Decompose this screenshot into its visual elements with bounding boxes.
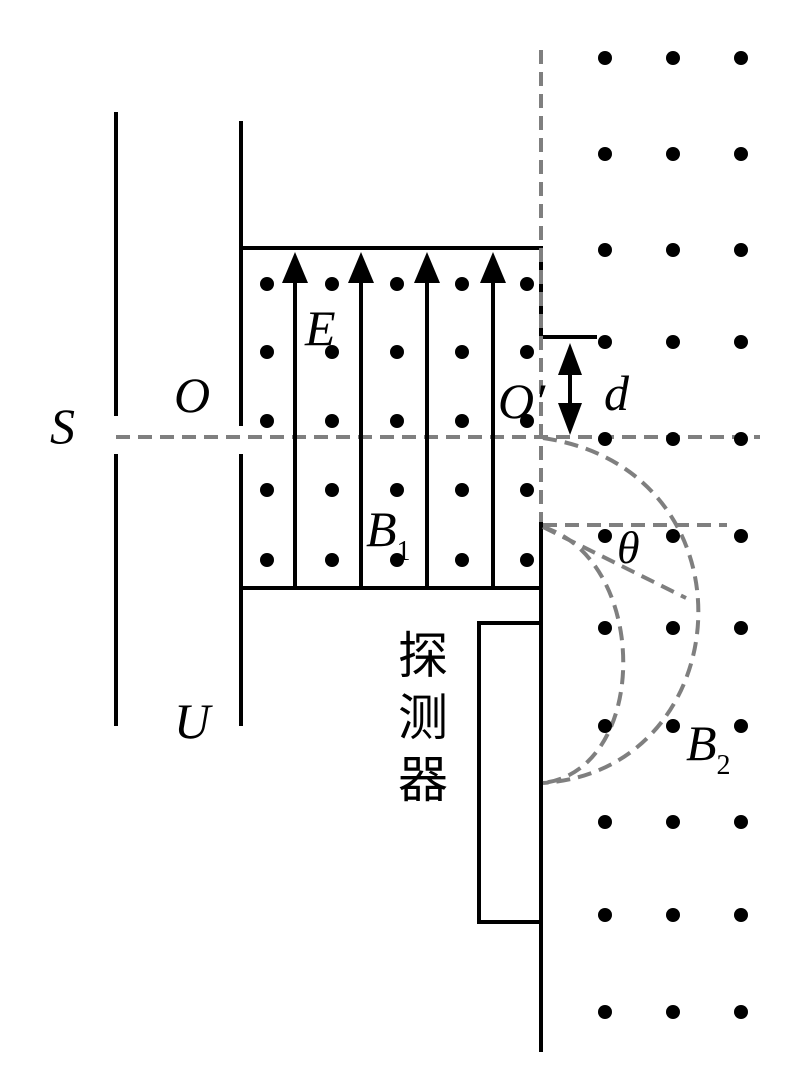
label-detector-char-1: 探 bbox=[398, 627, 448, 685]
b1-field-dot bbox=[325, 345, 339, 359]
b2-field-dot bbox=[666, 335, 680, 349]
b2-field-dot bbox=[598, 908, 612, 922]
b1-field-dot bbox=[390, 483, 404, 497]
b2-field-dot bbox=[666, 51, 680, 65]
b2-field-dot bbox=[666, 529, 680, 543]
b1-field-dot bbox=[260, 553, 274, 567]
detector-box bbox=[477, 621, 541, 924]
b2-field-dot bbox=[666, 147, 680, 161]
b2-field-dot bbox=[598, 529, 612, 543]
e-arrow-head bbox=[348, 252, 374, 283]
b1-field-dot bbox=[390, 553, 404, 567]
b1-field-dots bbox=[260, 277, 534, 567]
b2-field-dot bbox=[598, 51, 612, 65]
b2-field-dot bbox=[734, 335, 748, 349]
label-electric-field: E bbox=[304, 300, 336, 356]
label-detector-char-3: 器 bbox=[398, 751, 448, 809]
e-arrow-head bbox=[282, 252, 308, 283]
b2-field-dot bbox=[598, 432, 612, 446]
label-b1: B1 bbox=[366, 501, 411, 567]
b1-field-dot bbox=[520, 553, 534, 567]
b2-field-dot bbox=[734, 621, 748, 635]
b1-field-dot bbox=[390, 414, 404, 428]
label-b2: B2 bbox=[686, 715, 731, 781]
selector-right-upper bbox=[539, 248, 597, 339]
b2-field-dot bbox=[734, 147, 748, 161]
b1-field-dot bbox=[455, 483, 469, 497]
b2-field-dot bbox=[734, 51, 748, 65]
label-voltage: U bbox=[174, 693, 213, 749]
label-source: S bbox=[50, 398, 75, 454]
b2-field-dot bbox=[734, 908, 748, 922]
b1-field-dot bbox=[520, 345, 534, 359]
distance-arrow-head-up bbox=[558, 343, 582, 375]
label-distance: d bbox=[604, 365, 630, 421]
b1-field-dot bbox=[325, 553, 339, 567]
b1-field-dot bbox=[325, 414, 339, 428]
b2-field-dot bbox=[598, 621, 612, 635]
b1-field-dot bbox=[260, 277, 274, 291]
b1-field-dot bbox=[325, 277, 339, 291]
b2-field-dot bbox=[598, 243, 612, 257]
b2-field-dot bbox=[666, 719, 680, 733]
b2-field-dot bbox=[734, 529, 748, 543]
b1-field-dot bbox=[455, 345, 469, 359]
dashed-lines bbox=[116, 50, 760, 785]
label-origin: O bbox=[174, 367, 210, 423]
b1-field-dot bbox=[390, 345, 404, 359]
label-b2-main: B bbox=[686, 715, 717, 771]
b2-field-dot bbox=[734, 243, 748, 257]
accelerating-plates bbox=[114, 112, 243, 726]
b2-field-dot bbox=[734, 815, 748, 829]
label-detector: 探 测 器 bbox=[398, 627, 448, 809]
b2-field-dot bbox=[666, 432, 680, 446]
label-angle: θ bbox=[617, 522, 640, 573]
b2-field-dot bbox=[666, 243, 680, 257]
trajectory-small bbox=[542, 525, 626, 785]
b2-field-dot bbox=[666, 908, 680, 922]
b2-field-dots bbox=[598, 51, 748, 1019]
b2-field-dot bbox=[734, 719, 748, 733]
b2-field-dot bbox=[666, 1005, 680, 1019]
label-exit-point: O′ bbox=[498, 373, 546, 429]
distance-arrow-head-down bbox=[558, 403, 582, 435]
b1-field-dot bbox=[260, 345, 274, 359]
b2-field-dot bbox=[666, 815, 680, 829]
label-b1-sub: 1 bbox=[397, 536, 411, 567]
b1-field-dot bbox=[325, 483, 339, 497]
boundary-and-detector bbox=[477, 522, 543, 1052]
b1-field-dot bbox=[520, 277, 534, 291]
b2-field-dot bbox=[598, 719, 612, 733]
b1-field-dot bbox=[455, 414, 469, 428]
b2-field-dot bbox=[598, 335, 612, 349]
e-arrow-head bbox=[480, 252, 506, 283]
b1-field-dot bbox=[390, 277, 404, 291]
b1-field-dot bbox=[520, 414, 534, 428]
b1-field-dot bbox=[455, 553, 469, 567]
b2-field-dot bbox=[598, 147, 612, 161]
distance-arrow bbox=[558, 343, 582, 435]
label-b1-main: B bbox=[366, 501, 397, 557]
electric-field-arrows bbox=[282, 252, 506, 588]
b2-field-dot bbox=[734, 1005, 748, 1019]
b2-field-dot bbox=[666, 621, 680, 635]
b1-field-dot bbox=[260, 414, 274, 428]
b2-field-dot bbox=[598, 1005, 612, 1019]
label-b2-sub: 2 bbox=[717, 750, 731, 781]
b1-field-dot bbox=[455, 277, 469, 291]
label-detector-char-2: 测 bbox=[398, 689, 448, 747]
b1-field-dot bbox=[520, 483, 534, 497]
b2-field-dot bbox=[598, 815, 612, 829]
e-arrow-head bbox=[414, 252, 440, 283]
b1-field-dot bbox=[260, 483, 274, 497]
b2-field-dot bbox=[734, 432, 748, 446]
